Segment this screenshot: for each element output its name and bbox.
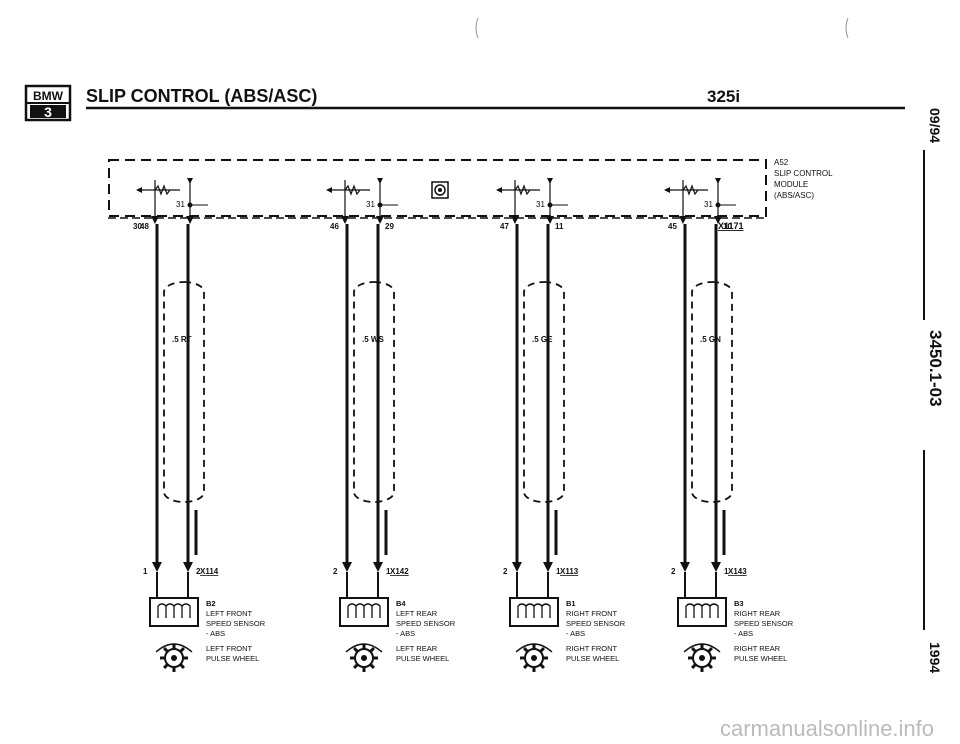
- watermark: carmanualsonline.info: [720, 716, 934, 741]
- module-ground-pin: 30: [133, 222, 142, 231]
- pulse-wheel-label: PULSE WHEEL: [734, 654, 787, 663]
- sensor-wire-pair: [683, 224, 718, 562]
- sensor-wire-pair: [155, 224, 190, 562]
- module-connector-label: X1171: [718, 221, 744, 231]
- sensor-input-icon: [496, 178, 568, 216]
- module-pin-label: 47: [500, 222, 509, 231]
- sensor-label: SPEED SENSOR: [206, 619, 266, 628]
- sensor-input-icon: [136, 178, 208, 216]
- pulse-wheel-icon: [515, 643, 553, 672]
- pulse-wheel-label: LEFT FRONT: [206, 644, 253, 653]
- sensor-input-icon: [664, 178, 736, 216]
- pulse-wheel-label: LEFT REAR: [396, 644, 438, 653]
- cable-shield: [691, 281, 733, 555]
- sensor-connector-label: X142: [390, 567, 409, 576]
- speed-sensor-icon: [677, 572, 727, 627]
- sensor-label: B3: [734, 599, 744, 608]
- pulse-wheel-label: PULSE WHEEL: [206, 654, 259, 663]
- module-pin-label: 10: [723, 222, 732, 231]
- sensor-wire-pair: [515, 224, 550, 562]
- sensor-wire-pair: [345, 224, 380, 562]
- module-name-line1: SLIP CONTROL: [774, 169, 833, 178]
- module-pin-label: 46: [330, 222, 339, 231]
- speed-sensor-icon: [509, 572, 559, 627]
- side-doc-number: 3450.1-03: [926, 330, 945, 407]
- pulse-wheel-label: PULSE WHEEL: [396, 654, 449, 663]
- cable-shield: [163, 281, 205, 555]
- sensor-label: B1: [566, 599, 576, 608]
- sensor-label: SPEED SENSOR: [566, 619, 626, 628]
- sensor-label: LEFT REAR: [396, 609, 438, 618]
- speed-sensor-icon: [339, 572, 389, 627]
- wire-color-label: .5 GN: [700, 335, 721, 344]
- sensor-label: LEFT FRONT: [206, 609, 253, 618]
- sensor-connector-label: X143: [728, 567, 747, 576]
- internal-pin-label: 31: [536, 200, 545, 209]
- connector-pin-label: 1: [556, 567, 561, 576]
- sensor-connector-label: X114: [200, 567, 219, 576]
- bmw-logo: BMW 3: [24, 84, 72, 122]
- module-pin-label: 45: [668, 222, 677, 231]
- internal-pin-label: 31: [704, 200, 713, 209]
- connector-pin-label: 2: [671, 567, 676, 576]
- sensor-label: - ABS: [396, 629, 415, 638]
- connector-pin-label: 2: [503, 567, 508, 576]
- warning-lamp-icon: [431, 181, 449, 199]
- pulse-wheel-label: PULSE WHEEL: [566, 654, 619, 663]
- slip-control-module: A52 SLIP CONTROL MODULE (ABS/ASC) X1171 …: [108, 158, 833, 231]
- logo-bottom-text: 3: [44, 104, 52, 120]
- sensor-label: B4: [396, 599, 406, 608]
- pulse-wheel-label: RIGHT REAR: [734, 644, 781, 653]
- sensor-connector-label: X113: [560, 567, 579, 576]
- module-pin-label: 11: [555, 222, 564, 231]
- module-id: A52: [774, 158, 789, 167]
- sensor-label: - ABS: [734, 629, 753, 638]
- module-name-line3: (ABS/ASC): [774, 191, 814, 200]
- connector-pin-label: 1: [724, 567, 729, 576]
- cable-shield: [523, 281, 565, 555]
- sensor-label: B2: [206, 599, 216, 608]
- wire-color-label: .5 RT: [172, 335, 192, 344]
- sensor-label: - ABS: [206, 629, 225, 638]
- sensor-label: SPEED SENSOR: [734, 619, 794, 628]
- logo-top-text: BMW: [33, 89, 64, 103]
- sensor-label: RIGHT REAR: [734, 609, 781, 618]
- internal-pin-label: 31: [366, 200, 375, 209]
- sensor-input-icon: [326, 178, 398, 216]
- connector-pin-label: 2: [196, 567, 201, 576]
- module-pin-label: 29: [385, 222, 394, 231]
- module-name-line2: MODULE: [774, 180, 808, 189]
- cable-shield: [353, 281, 395, 555]
- side-margin: 09/94 3450.1-03 1994: [923, 108, 945, 673]
- connector-pin-label: 1: [386, 567, 391, 576]
- pulse-wheel-icon: [683, 643, 721, 672]
- scan-marks: [475, 17, 849, 39]
- internal-pin-label: 31: [176, 200, 185, 209]
- connector-pin-label: 2: [333, 567, 338, 576]
- sensor-label: - ABS: [566, 629, 585, 638]
- pulse-wheel-icon: [345, 643, 383, 672]
- connector-pin-label: 1: [143, 567, 148, 576]
- sensor-label: RIGHT FRONT: [566, 609, 618, 618]
- speed-sensor-icon: [149, 572, 199, 627]
- module-pin-label: 48: [140, 222, 149, 231]
- sensor-label: SPEED SENSOR: [396, 619, 456, 628]
- wire-color-label: .5 GE: [532, 335, 553, 344]
- side-year: 1994: [927, 642, 943, 673]
- model-label: 325i: [707, 87, 740, 106]
- page-title: SLIP CONTROL (ABS/ASC): [86, 86, 317, 106]
- pulse-wheel-label: RIGHT FRONT: [566, 644, 618, 653]
- side-date: 09/94: [927, 108, 943, 143]
- pulse-wheel-icon: [155, 643, 193, 672]
- wire-color-label: .5 WS: [362, 335, 384, 344]
